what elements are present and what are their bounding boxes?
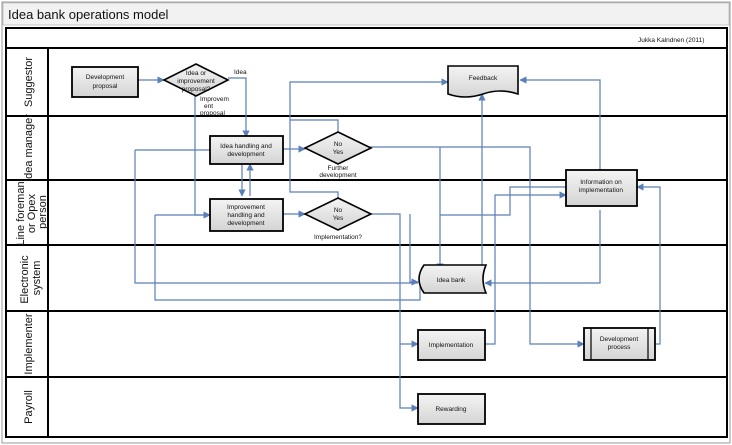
lane-idea-manager: Idea manager: [23, 114, 35, 182]
implementation-question-label: Implementation?: [314, 234, 362, 241]
node-development-process: Development process: [583, 327, 656, 361]
svg-text:Idea bank: Idea bank: [437, 277, 466, 284]
svg-text:No: No: [334, 207, 343, 214]
swimlanes: [5, 47, 728, 438]
lane-payroll: Payroll: [23, 390, 35, 424]
lane-electronic-system: Electronic system: [19, 252, 43, 303]
improvement-branch-label: Improvem ent proposal: [200, 96, 229, 117]
node-idea-or-improvement-decision: Idea or improvement proposal?: [162, 63, 230, 97]
author-credit: Jukka Kalndnen (2011): [638, 37, 704, 44]
svg-text:Rewarding: Rewarding: [435, 406, 466, 413]
node-further-development-decision: No Yes: [303, 131, 373, 165]
header-row: [5, 27, 728, 49]
svg-text:development: development: [227, 151, 264, 158]
svg-text:Development: Development: [600, 336, 638, 343]
svg-text:Yes: Yes: [333, 149, 344, 156]
node-feedback: Feedback: [447, 65, 519, 98]
svg-text:Further: Further: [328, 165, 350, 172]
svg-text:implementation: implementation: [579, 187, 623, 194]
lane-suggestor: Suggestor: [23, 57, 35, 107]
svg-text:Information on: Information on: [580, 179, 622, 186]
further-development-label: Further development: [319, 165, 356, 179]
lane-implementer: Implementer: [23, 313, 35, 374]
node-improvement-handling: Improvement handling and development: [209, 198, 284, 232]
lane-line-foreman: Line foreman or Opex person: [15, 178, 49, 245]
svg-text:Development: Development: [86, 74, 124, 81]
idea-branch-label: Idea: [234, 69, 247, 76]
svg-text:Idea handling and: Idea handling and: [220, 143, 272, 150]
diagram-title: Idea bank operations model: [8, 7, 169, 22]
node-information-on-implementation: Information on implementation: [565, 169, 638, 207]
svg-text:Yes: Yes: [333, 215, 344, 222]
svg-text:development: development: [319, 172, 356, 179]
node-implementation: Implementation: [417, 329, 486, 361]
svg-text:No: No: [334, 141, 343, 148]
node-development-proposal: Development proposal: [71, 66, 139, 98]
svg-text:Idea or: Idea or: [186, 70, 207, 77]
svg-text:proposal?: proposal?: [182, 86, 211, 93]
svg-text:Improvement: Improvement: [227, 204, 265, 211]
connectors: [134, 76, 661, 412]
svg-text:proposal: proposal: [200, 110, 225, 117]
node-rewarding: Rewarding: [417, 393, 486, 425]
title-bar: [2, 2, 730, 26]
node-idea-bank: Idea bank: [418, 264, 488, 294]
svg-text:Improvem: Improvem: [200, 96, 229, 103]
svg-text:ent: ent: [204, 103, 213, 110]
svg-text:process: process: [608, 344, 632, 351]
svg-text:handling and: handling and: [227, 212, 265, 219]
svg-text:proposal: proposal: [93, 83, 118, 90]
svg-text:improvement: improvement: [177, 78, 215, 85]
node-implementation-decision: No Yes: [303, 197, 373, 231]
svg-text:Feedback: Feedback: [469, 75, 498, 82]
node-idea-handling: Idea handling and development: [209, 135, 284, 165]
svg-text:Implementation: Implementation: [429, 342, 474, 349]
svg-text:development: development: [227, 220, 264, 227]
